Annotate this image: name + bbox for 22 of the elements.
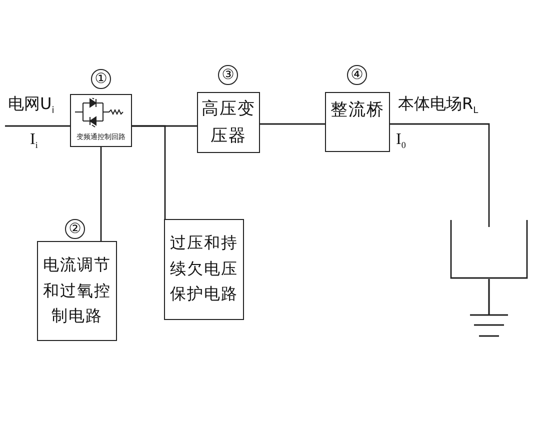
- voltage-label: 电网U$_{i}$: [8, 94, 54, 116]
- connector-line: [132, 125, 166, 219]
- connector-line: [5, 125, 70, 127]
- box-text: 电流调节和过氧控制电路: [42, 254, 112, 328]
- box-text: 过压和持续欠电压保护电路: [169, 232, 239, 306]
- callout-number: ②: [65, 219, 85, 239]
- connector-line: [390, 123, 490, 220]
- current-label: I$_{i}$: [30, 131, 38, 150]
- process-box: [164, 219, 244, 320]
- connector-line: [100, 147, 102, 241]
- callout-number: ③: [218, 65, 238, 85]
- connector-line: [260, 123, 325, 125]
- process-box: [37, 241, 117, 341]
- control-circuit-box: [70, 94, 132, 147]
- box-text: 整流桥: [330, 99, 386, 122]
- callout-number: ④: [347, 65, 367, 85]
- process-box: [325, 92, 390, 152]
- callout-number: ①: [91, 69, 111, 89]
- current-label: I$_{0}$: [396, 131, 406, 150]
- box-text: 高压变压器: [200, 98, 256, 148]
- process-box: [197, 92, 260, 153]
- load-label: 本体电场R$_{L}$: [398, 94, 478, 116]
